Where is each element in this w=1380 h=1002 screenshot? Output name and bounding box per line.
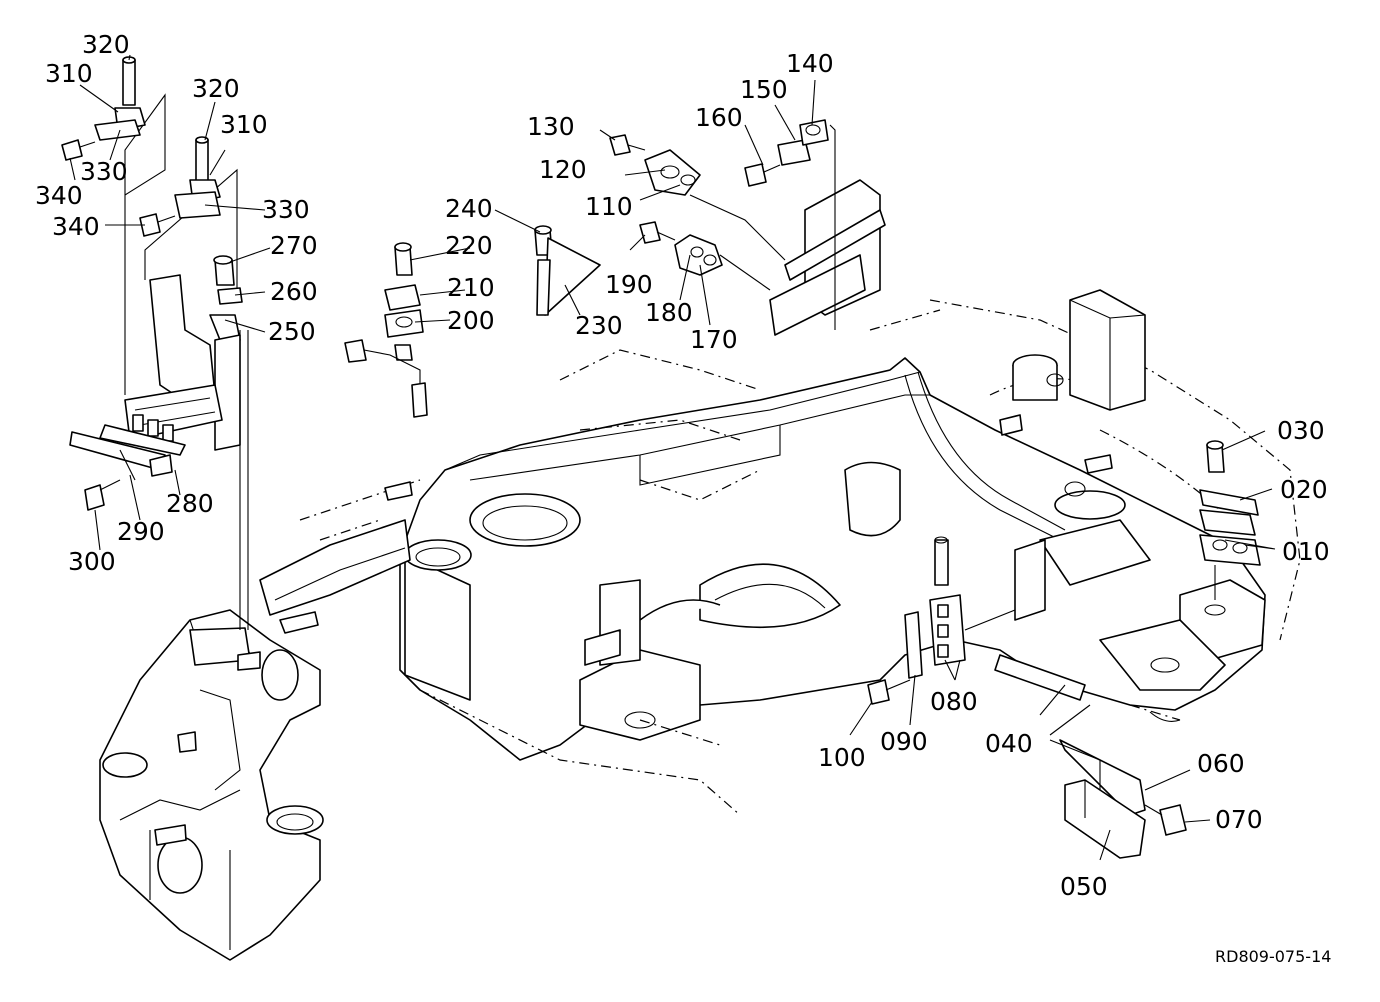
- label-290: 290: [117, 517, 165, 546]
- main-frame: [259, 289, 1301, 816]
- hose-bracket-assembly: [69, 93, 249, 630]
- label-200: 200: [447, 306, 495, 335]
- label-240: 240: [445, 194, 493, 223]
- label-310-b: 310: [220, 110, 268, 139]
- label-170: 170: [690, 325, 738, 354]
- swing-bracket: [99, 609, 324, 961]
- label-330-a: 330: [80, 157, 128, 186]
- label-140: 140: [786, 49, 834, 78]
- label-180: 180: [645, 298, 693, 327]
- label-190: 190: [605, 270, 653, 299]
- label-220: 220: [445, 231, 493, 260]
- label-010: 010: [1282, 537, 1330, 566]
- label-120: 120: [539, 155, 587, 184]
- label-280: 280: [166, 489, 214, 518]
- label-020: 020: [1280, 475, 1328, 504]
- label-310-a: 310: [45, 59, 93, 88]
- label-230: 230: [575, 311, 623, 340]
- label-270: 270: [270, 231, 318, 260]
- label-070: 070: [1215, 805, 1263, 834]
- leader-lines: [69, 54, 1276, 861]
- label-160: 160: [695, 103, 743, 132]
- label-340-b: 340: [52, 212, 100, 241]
- part-labels: 320 310 330 340 320 310 330 340 270 260 …: [35, 30, 1331, 966]
- label-330-b: 330: [262, 195, 310, 224]
- label-050: 050: [1060, 872, 1108, 901]
- label-030: 030: [1277, 416, 1325, 445]
- label-300: 300: [68, 547, 116, 576]
- label-250: 250: [268, 317, 316, 346]
- label-260: 260: [270, 277, 318, 306]
- label-090: 090: [880, 727, 928, 756]
- label-080: 080: [930, 687, 978, 716]
- label-110: 110: [585, 192, 633, 221]
- label-130: 130: [527, 112, 575, 141]
- label-060: 060: [1197, 749, 1245, 778]
- label-210: 210: [447, 273, 495, 302]
- label-150: 150: [740, 75, 788, 104]
- label-040: 040: [985, 729, 1033, 758]
- drawing-code: RD809-075-14: [1215, 947, 1331, 966]
- label-320-a: 320: [82, 30, 130, 59]
- label-100: 100: [818, 743, 866, 772]
- label-320-b: 320: [192, 74, 240, 103]
- label-340-a: 340: [35, 181, 83, 210]
- hardware-items: [61, 56, 1261, 859]
